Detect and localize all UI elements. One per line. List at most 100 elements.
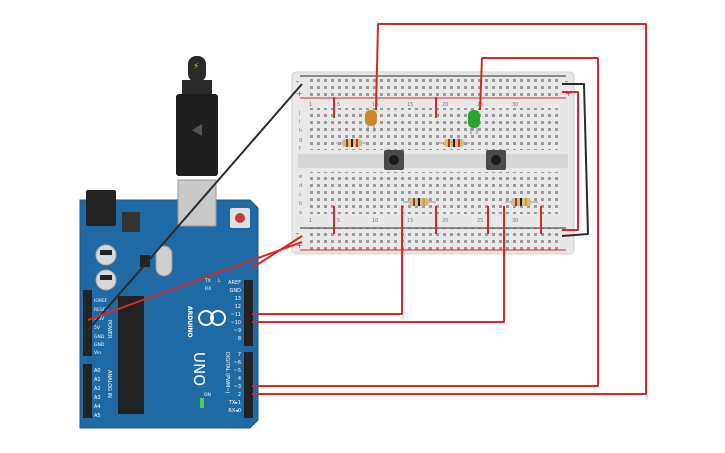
pin-label: ~3 [234, 384, 241, 390]
rail-plus-label: + [296, 89, 303, 98]
analog-section-label: ANALOG IN [106, 370, 112, 398]
gnd-wire[interactable] [87, 83, 303, 331]
column-number: 1 [309, 102, 312, 108]
terminal-strip-bottom[interactable] [306, 172, 562, 214]
column-number: 30 [512, 102, 518, 108]
row-letter: b [299, 201, 302, 207]
bottom-power-rail[interactable]: - + [296, 227, 566, 251]
pin-label: TX▸1 [228, 400, 241, 406]
top-power-rail[interactable]: - + - + [296, 75, 572, 99]
pin-label: ~10 [230, 320, 241, 326]
pin-label: A2 [94, 386, 101, 392]
voltage-regulator [122, 212, 140, 232]
pin-label: 7 [238, 352, 241, 358]
pin-label: RX◂0 [228, 408, 241, 414]
column-number: 10 [372, 218, 378, 224]
resistor-bottom-right[interactable] [505, 198, 538, 206]
resistor-bottom-left[interactable] [403, 198, 436, 206]
row-letter: c [299, 192, 302, 198]
pin-label: GND [94, 334, 105, 340]
row-letter: d [299, 183, 302, 189]
atmega-chip [118, 296, 144, 414]
rail-link-wire[interactable] [561, 83, 589, 237]
column-number: 1 [309, 218, 312, 224]
yellow-led[interactable] [365, 110, 377, 132]
row-letter: j [298, 110, 300, 116]
dc-power-jack[interactable] [86, 190, 116, 226]
pin-label: 2 [238, 392, 241, 398]
breadboard-jumpers[interactable] [333, 97, 542, 234]
column-number: 25 [477, 218, 483, 224]
pin-label: 13 [235, 296, 241, 302]
row-letter: h [299, 128, 302, 134]
pin2-wire[interactable] [252, 23, 647, 395]
rail-plus-label-bottom: + [296, 241, 303, 250]
column-number: 20 [442, 218, 448, 224]
arduino-logo [198, 310, 226, 326]
rail-minus-label-right: - [565, 77, 568, 86]
resistor-top-right[interactable] [438, 139, 470, 147]
pin3-wire[interactable] [252, 57, 599, 387]
pin-label: A1 [94, 377, 101, 383]
center-channel [298, 154, 568, 168]
digital-header-bottom[interactable] [244, 352, 253, 418]
row-letter: a [299, 210, 302, 216]
pin-label: ~5 [234, 368, 241, 374]
rail-minus-label: - [296, 77, 299, 86]
brand-label: ARDUINO [186, 306, 193, 337]
column-number: 30 [512, 218, 518, 224]
column-number: 15 [407, 218, 413, 224]
power-header[interactable] [83, 290, 92, 356]
pin-label: Vin [94, 350, 101, 356]
column-number: 5 [337, 102, 340, 108]
row-letter: g [299, 137, 302, 143]
pin11-wire[interactable] [252, 206, 403, 315]
pin10-wire[interactable] [252, 206, 505, 323]
5v-wire[interactable] [87, 241, 303, 321]
arduino-uno-board[interactable]: IOREF RESET 3.3V 5V GND GND Vin POWER A0… [79, 179, 259, 429]
on-led [200, 398, 204, 408]
pin-label: 5V [94, 325, 101, 331]
row-letter: f [299, 146, 301, 152]
model-label: UNO [190, 352, 208, 386]
pushbutton-left[interactable] [384, 150, 404, 170]
pin-label: A5 [94, 413, 101, 419]
power-rail-wire[interactable] [251, 235, 303, 269]
pin-label: ~11 [230, 312, 241, 318]
row-letter: i [299, 119, 300, 125]
digital-section-label: DIGITAL (PWM~) [224, 352, 230, 394]
pin-label: ~9 [234, 328, 241, 334]
rail-plus-link[interactable] [562, 91, 579, 231]
wires[interactable] [87, 23, 647, 395]
rail-minus-label-bottom: - [296, 229, 299, 238]
pin-label: 8 [238, 336, 241, 342]
pin-label: AREF [228, 280, 241, 286]
resistor-top-left[interactable] [336, 139, 368, 147]
pin-label: RESET [94, 307, 109, 313]
l-led-label: L [218, 278, 221, 284]
digital-header-top[interactable] [244, 280, 253, 346]
pin-label: A3 [94, 395, 101, 401]
row-letter: e [299, 174, 302, 180]
analog-header[interactable] [83, 364, 92, 418]
rx-led-label: RX [205, 286, 211, 292]
column-number: 20 [442, 102, 448, 108]
on-led-label: ON [204, 392, 211, 398]
tx-led-label: TX [204, 278, 211, 284]
led-body [468, 110, 480, 128]
pin-label: IOREF [94, 298, 108, 304]
power-section-label: POWER [106, 320, 112, 339]
pushbutton-right[interactable] [486, 150, 506, 170]
pin-label: GND [230, 288, 242, 294]
pin-label: 12 [235, 304, 241, 310]
pin-label: ~6 [234, 360, 241, 366]
pin-label: A0 [94, 368, 101, 374]
rail-plus-label-right: + [565, 89, 572, 98]
pin-label: 3.3V [94, 316, 105, 322]
usb-cable[interactable]: ⚡ [176, 56, 218, 176]
lightning-icon: ⚡ [193, 62, 199, 72]
green-led[interactable] [468, 110, 480, 134]
crystal-oscillator [155, 245, 173, 277]
pin-label: 4 [238, 376, 241, 382]
